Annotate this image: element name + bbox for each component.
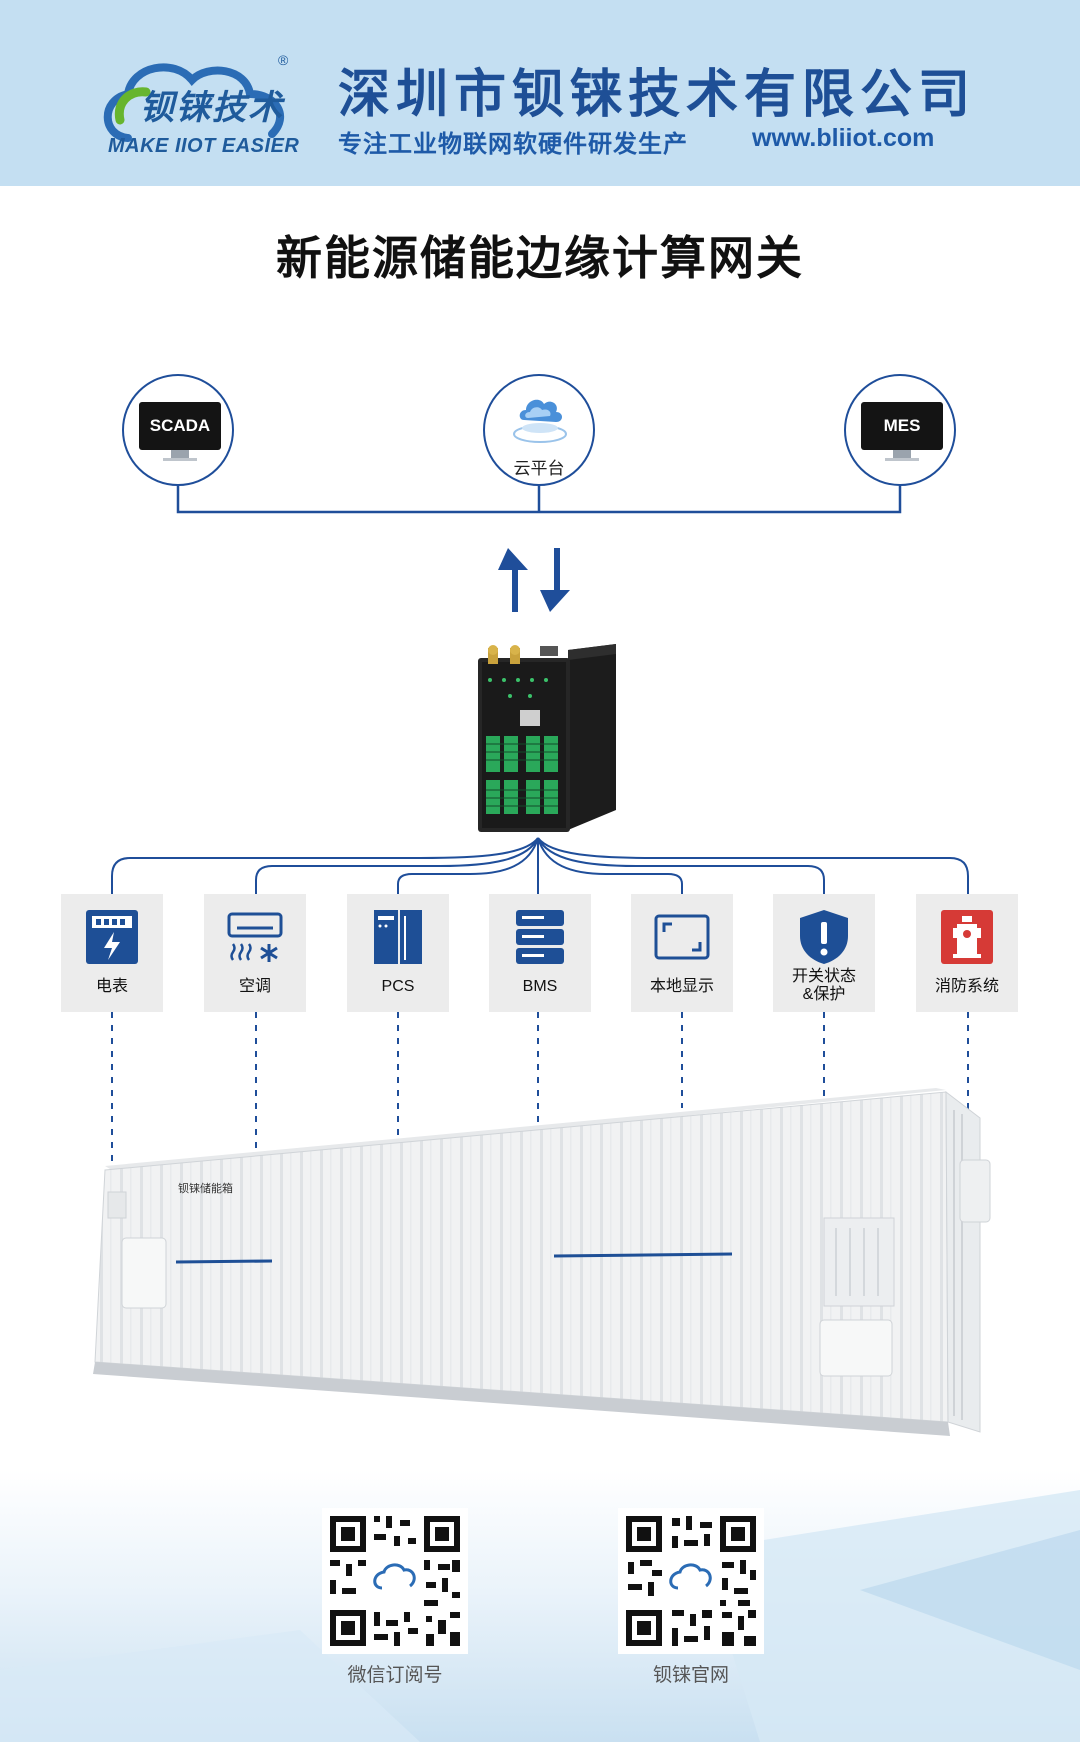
edge-gateway-device-icon: [478, 644, 616, 832]
container-brand-text: 钡铼储能箱: [178, 1181, 233, 1195]
company-name: 深圳市钡铼技术有限公司: [338, 65, 977, 125]
module-bms: BMS: [489, 894, 591, 1012]
switch-status-line1: 开关状态: [791, 968, 856, 985]
energy-storage-container-image: 钡铼储能箱: [93, 1088, 991, 1436]
air-conditioner-label: 空调: [238, 978, 271, 995]
header-banner: ® 钡铼技术 MAKE IIOT EASIER 深圳市钡铼技术有限公司 专注工业…: [0, 0, 1080, 186]
module-fire-system: 消防系统: [916, 894, 1018, 1012]
cloud-platform-icon: [513, 399, 567, 443]
scada-monitor-icon: SCADA: [139, 402, 221, 461]
scada-node: SCADA: [122, 374, 234, 486]
fire-hydrant-icon: [941, 910, 993, 964]
logo-chinese-text: 钡铼技术: [140, 88, 284, 128]
footer-decoration: [0, 1490, 1080, 1742]
mes-node: MES: [844, 374, 956, 486]
local-display-icon: [654, 914, 710, 960]
company-logo: ® 钡铼技术 MAKE IIOT EASIER: [100, 50, 300, 160]
page-title: 新能源储能边缘计算网关: [276, 231, 804, 285]
pcs-label: PCS: [381, 978, 415, 995]
pcs-cabinet-icon: [374, 910, 422, 964]
bms-server-icon: [516, 910, 564, 964]
website-qr-image: [618, 1508, 764, 1654]
top-bus-line: [176, 486, 902, 514]
logo-cloud-icon: [103, 63, 285, 142]
company-website-link[interactable]: www.bliiot.com: [752, 124, 935, 152]
switch-status-line2: &保护: [802, 986, 846, 1003]
wechat-qr-code[interactable]: [322, 1508, 468, 1654]
mes-label: MES: [861, 402, 943, 450]
fire-system-label: 消防系统: [934, 978, 999, 995]
mes-monitor-icon: MES: [861, 402, 943, 461]
scada-label: SCADA: [139, 402, 221, 450]
bms-label: BMS: [522, 978, 558, 995]
module-pcs: PCS: [347, 894, 449, 1012]
company-slogan: 专注工业物联网软硬件研发生产: [338, 130, 688, 158]
website-qr-label: 钡铼官网: [652, 1665, 729, 1686]
wechat-qr-image: [322, 1508, 468, 1654]
footer-background: [0, 1470, 1080, 1742]
module-switch-protection: 开关状态 &保护: [773, 894, 875, 1012]
cloud-platform-label: 云平台: [513, 459, 565, 478]
website-qr-code[interactable]: [618, 1508, 764, 1654]
local-display-label: 本地显示: [649, 978, 714, 995]
air-conditioner-icon: [227, 912, 283, 962]
switch-status-label: 开关状态 &保护: [773, 968, 875, 1004]
registered-mark: ®: [278, 52, 289, 68]
bidirectional-arrows-icon: [498, 548, 570, 612]
module-local-display: 本地显示: [631, 894, 733, 1012]
electric-meter-icon: [86, 910, 138, 964]
cloud-platform-node: 云平台: [483, 374, 595, 486]
module-air-conditioner: 空调: [204, 894, 306, 1012]
module-electric-meter: 电表: [61, 894, 163, 1012]
wechat-qr-label: 微信订阅号: [347, 1665, 443, 1686]
fanout-lines: [111, 837, 969, 894]
shield-alert-icon: [800, 910, 848, 964]
electric-meter-label: 电表: [95, 978, 128, 995]
logo-english-text: MAKE IIOT EASIER: [108, 135, 300, 157]
